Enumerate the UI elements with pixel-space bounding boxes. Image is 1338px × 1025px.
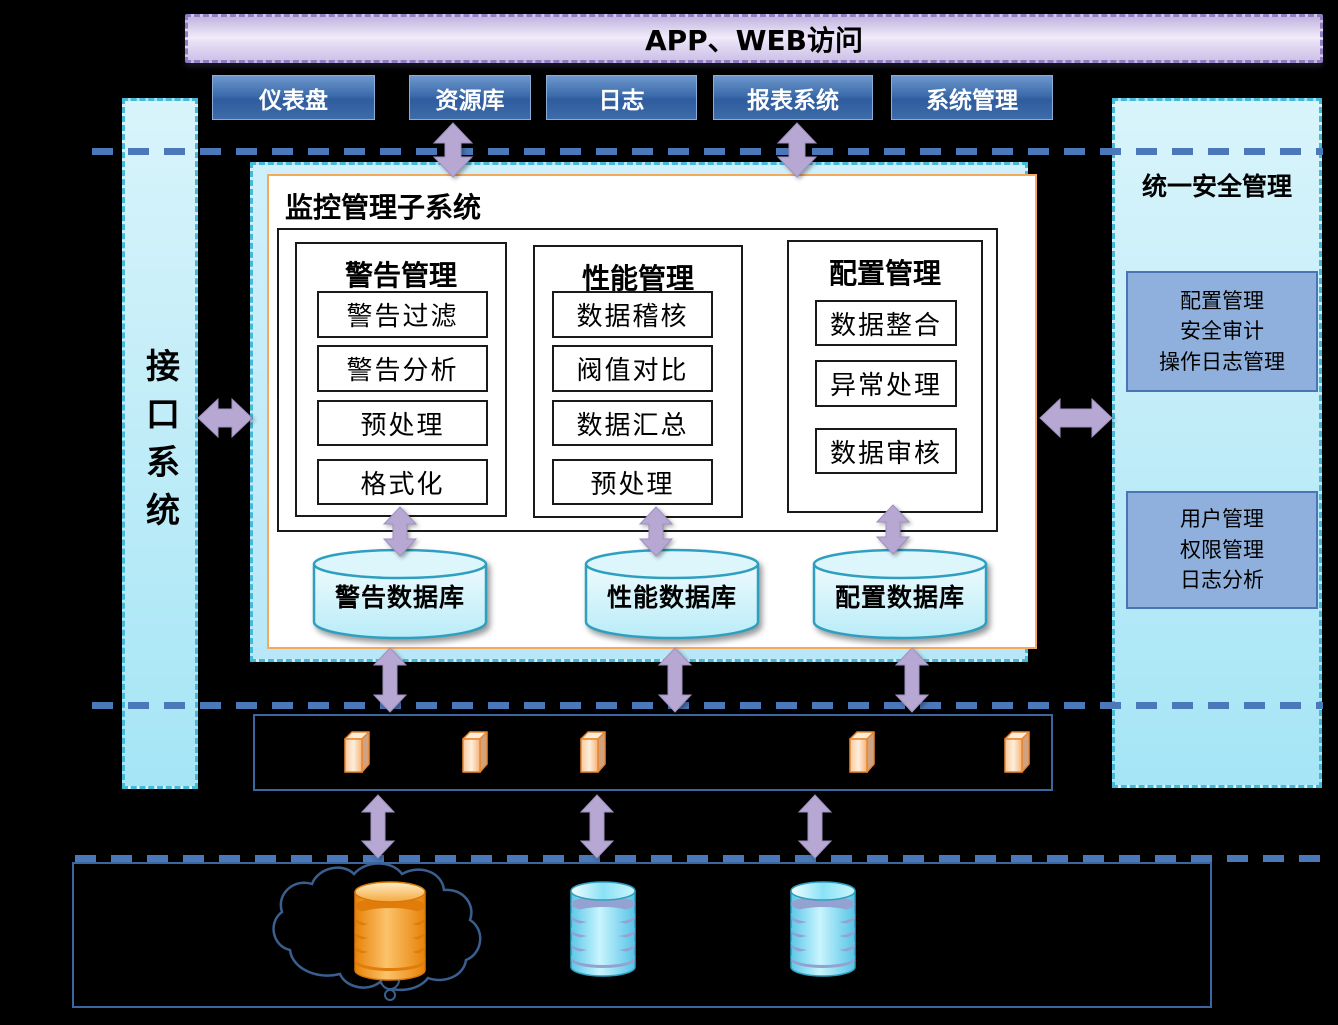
cloud-database-group bbox=[268, 864, 512, 1004]
dashed-separator-middle bbox=[92, 702, 1323, 709]
button-dashboard: 仪表盘 bbox=[212, 75, 375, 120]
monitor-subsystem-title: 监控管理子系统 bbox=[285, 191, 482, 224]
middleware-cube-icon bbox=[459, 730, 489, 775]
banner-title: APP、WEB访问 bbox=[644, 23, 864, 57]
middleware-cube-icon bbox=[846, 730, 876, 775]
source-db-cyan-1 bbox=[569, 880, 637, 980]
source-db-orange-icon bbox=[354, 881, 426, 981]
performance-database-cylinder: 性能数据库 bbox=[584, 548, 760, 640]
item-threshold-compare: 阀值对比 bbox=[552, 345, 713, 392]
middleware-cube-icon bbox=[341, 730, 371, 775]
module-alert-title: 警告管理 bbox=[344, 259, 457, 292]
arrow-middleware-to-source-2 bbox=[579, 794, 615, 859]
item-alert-preprocess: 预处理 bbox=[317, 400, 488, 446]
config-database-label: 配置数据库 bbox=[834, 583, 965, 612]
security-management-sidebar: 统一安全管理 配置管理 安全审计 操作日志管理 用户管理 权限管理 日志分析 bbox=[1112, 98, 1322, 788]
security-box-user-rights: 用户管理 权限管理 日志分析 bbox=[1126, 491, 1318, 609]
item-perf-preprocess: 预处理 bbox=[552, 459, 713, 505]
item-exception-handling: 异常处理 bbox=[815, 360, 957, 407]
item-data-audit: 数据稽核 bbox=[552, 291, 713, 338]
arrow-interface-to-panel bbox=[197, 397, 253, 439]
data-source-layer-box bbox=[72, 862, 1212, 1008]
source-db-cyan-2 bbox=[789, 880, 857, 980]
arrow-middleware-to-source-1 bbox=[360, 794, 396, 859]
item-data-review: 数据审核 bbox=[815, 428, 957, 474]
alert-database-cylinder: 警告数据库 bbox=[312, 548, 488, 640]
config-database-cylinder: 配置数据库 bbox=[812, 548, 988, 640]
performance-database-label: 性能数据库 bbox=[606, 583, 737, 612]
button-system-management-label: 系统管理 bbox=[926, 87, 1018, 114]
button-report-system-label: 报表系统 bbox=[747, 87, 839, 114]
alert-database-label: 警告数据库 bbox=[334, 583, 465, 612]
button-dashboard-label: 仪表盘 bbox=[259, 87, 328, 114]
dashed-separator-top bbox=[92, 148, 1323, 155]
button-repository: 资源库 bbox=[409, 75, 531, 120]
cylinder-icon bbox=[812, 548, 988, 640]
button-repository-label: 资源库 bbox=[435, 87, 505, 114]
item-alert-analysis: 警告分析 bbox=[317, 345, 488, 392]
item-alert-filter: 警告过滤 bbox=[317, 291, 488, 338]
cylinder-icon bbox=[312, 548, 488, 640]
button-system-management: 系统管理 bbox=[891, 75, 1053, 120]
security-management-title: 统一安全管理 bbox=[1141, 172, 1292, 201]
button-report-system: 报表系统 bbox=[713, 75, 873, 120]
arrow-panel-to-security bbox=[1039, 397, 1113, 439]
item-alert-format: 格式化 bbox=[317, 459, 488, 505]
interface-system-label: 接口系统 bbox=[139, 347, 180, 540]
button-logs-label: 日志 bbox=[598, 87, 645, 114]
item-data-integration: 数据整合 bbox=[815, 300, 957, 346]
source-db-cyan-icon bbox=[790, 881, 856, 977]
security-box-config-audit-text: 配置管理 安全审计 操作日志管理 bbox=[1159, 288, 1285, 374]
interface-system-sidebar: 接口系统 bbox=[122, 98, 198, 789]
arrow-middleware-to-source-3 bbox=[797, 794, 833, 859]
button-logs: 日志 bbox=[546, 75, 697, 120]
item-data-summary: 数据汇总 bbox=[552, 400, 713, 446]
middleware-cube-icon bbox=[1001, 730, 1031, 775]
source-db-cyan-icon bbox=[570, 881, 636, 977]
security-box-user-rights-text: 用户管理 权限管理 日志分析 bbox=[1180, 507, 1264, 593]
security-box-config-audit: 配置管理 安全审计 操作日志管理 bbox=[1126, 271, 1318, 392]
middleware-layer-box bbox=[253, 714, 1053, 791]
module-performance-title: 性能管理 bbox=[581, 262, 694, 295]
middleware-cube-icon bbox=[577, 730, 607, 775]
dashed-separator-bottom bbox=[75, 855, 1332, 862]
module-config-title: 配置管理 bbox=[828, 257, 941, 290]
app-web-access-banner: APP、WEB访问 bbox=[185, 14, 1323, 63]
